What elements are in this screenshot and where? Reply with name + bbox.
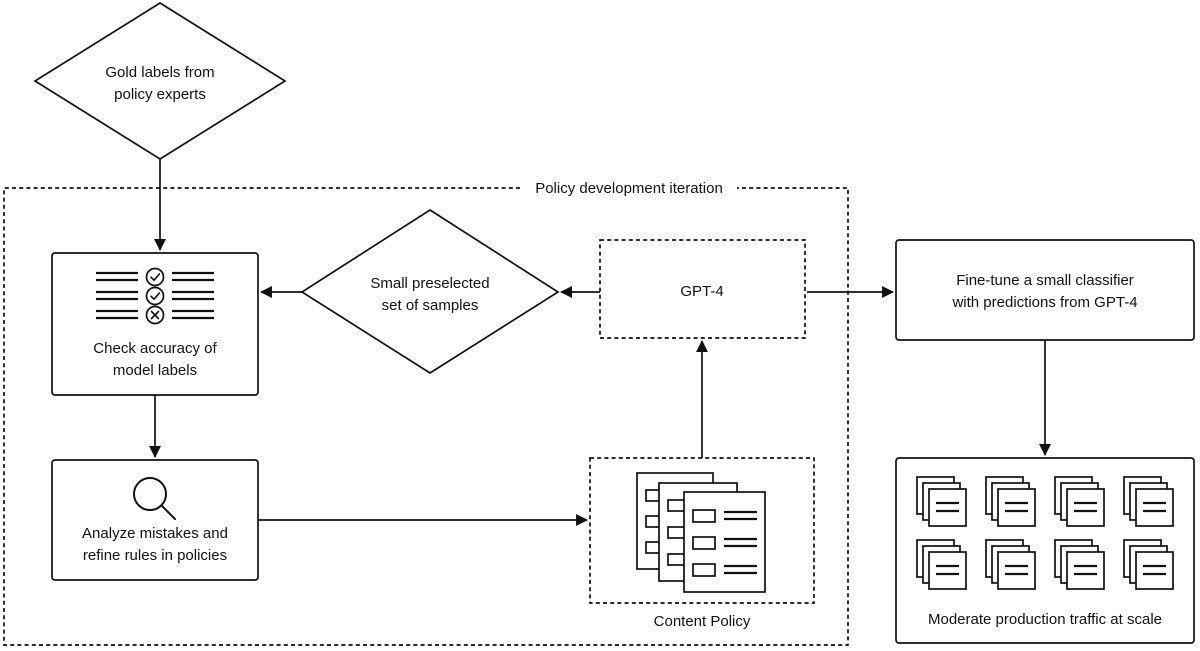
- document-stack-item: [916, 539, 967, 590]
- moderate-label: Moderate production traffic at scale: [928, 611, 1162, 628]
- node-analyze-mistakes[interactable]: Analyze mistakes and refine rules in pol…: [51, 459, 259, 581]
- node-gold-labels[interactable]: Gold labels from policy experts: [33, 1, 287, 161]
- gpt4-box[interactable]: [599, 239, 806, 339]
- document-stack-item: [1054, 539, 1105, 590]
- gold-labels-label-line2: policy experts: [114, 86, 206, 103]
- document-stack-item: [1123, 539, 1174, 590]
- group-border: [3, 187, 849, 646]
- document-stack-item: [985, 476, 1036, 527]
- samples-diamond[interactable]: [300, 208, 560, 375]
- node-moderate-production[interactable]: Moderate production traffic at scale: [895, 457, 1195, 644]
- check-accuracy-label-line1: Check accuracy of: [93, 340, 217, 357]
- check-accuracy-label-line2: model labels: [113, 362, 197, 379]
- document-stack-item: [985, 539, 1036, 590]
- magnifier-icon: [133, 477, 176, 520]
- document-grid-icon: [916, 476, 1174, 590]
- fine-tune-label-line2: with predictions from GPT-4: [951, 294, 1137, 311]
- checklist-icon: [96, 267, 214, 325]
- content-policy-label: Content Policy: [654, 613, 751, 630]
- policy-development-iteration-group: Policy development iteration: [3, 180, 849, 646]
- node-check-accuracy[interactable]: Check accuracy of model labels: [51, 252, 259, 396]
- fine-tune-box[interactable]: [895, 239, 1195, 341]
- samples-label-line1: Small preselected: [370, 275, 489, 292]
- document-stack-item: [1123, 476, 1174, 527]
- node-fine-tune[interactable]: Fine-tune a small classifier with predic…: [895, 239, 1195, 341]
- node-small-preselected-samples[interactable]: Small preselected set of samples: [300, 208, 560, 375]
- gpt4-label: GPT-4: [680, 283, 723, 300]
- analyze-label-line2: refine rules in policies: [83, 547, 227, 564]
- document-stack-item: [916, 476, 967, 527]
- gold-labels-label-line1: Gold labels from: [105, 64, 214, 81]
- node-gpt4[interactable]: GPT-4: [599, 239, 806, 339]
- moderate-box[interactable]: [895, 457, 1195, 644]
- document-stack-item: [1054, 476, 1105, 527]
- document-stack-icon: [636, 472, 766, 593]
- gold-labels-diamond[interactable]: [33, 1, 287, 161]
- analyze-label-line1: Analyze mistakes and: [82, 525, 228, 542]
- group-label: Policy development iteration: [535, 180, 723, 197]
- samples-label-line2: set of samples: [382, 297, 479, 314]
- node-content-policy[interactable]: Content Policy: [589, 457, 815, 630]
- fine-tune-label-line1: Fine-tune a small classifier: [956, 272, 1134, 289]
